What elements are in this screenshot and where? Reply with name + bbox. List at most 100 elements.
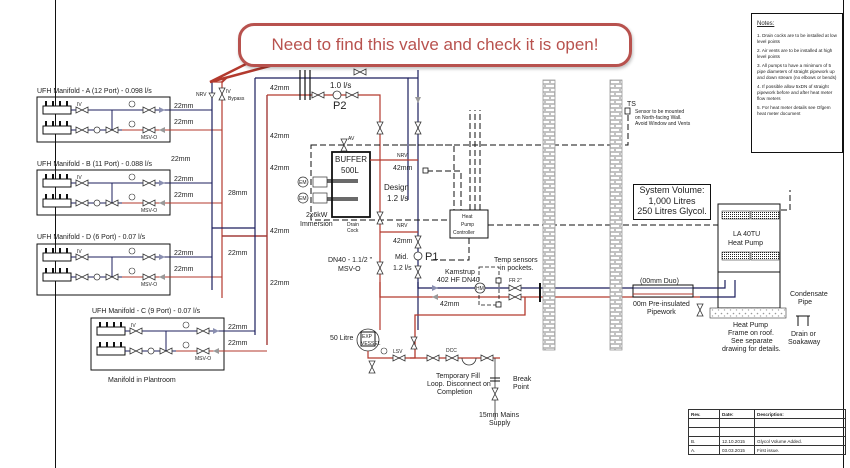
- manifold-pump-icon: [147, 347, 155, 355]
- iv-valve-left[interactable]: [376, 121, 384, 135]
- note-item: 3. All pumps to have a minimum of 5 pipe…: [757, 63, 837, 80]
- manifold-flow-valve[interactable]: [142, 106, 156, 114]
- mains-supply-valve[interactable]: [491, 387, 499, 401]
- msv-main-valve[interactable]: [376, 261, 384, 275]
- pipe-42mm-d-label: 42mm: [270, 165, 290, 172]
- msv-main-line1: DN40 - 1.1/2 ": [328, 257, 373, 264]
- mains-iv-valve[interactable]: [480, 354, 494, 362]
- date-cell: [719, 427, 755, 437]
- immersion-label: 2x6kW: [306, 212, 328, 219]
- rev-header: Rev.: [688, 409, 720, 419]
- msv-label: MSV-O: [195, 356, 211, 362]
- thermometer-icon: [128, 100, 136, 108]
- return-arrow-icon: [159, 127, 165, 133]
- expansion-vessel[interactable]: EXP VESSEL: [356, 328, 381, 352]
- pressure-gauge-icon: [380, 347, 388, 355]
- wall-2: [609, 79, 623, 351]
- bypass-valve[interactable]: NRV IV Bypass: [196, 87, 245, 102]
- manifold-flow-valve[interactable]: [142, 179, 156, 187]
- manifold-flow-valve[interactable]: [142, 253, 156, 261]
- msv-label: MSV-O: [141, 282, 157, 288]
- safety-valve[interactable]: [410, 336, 418, 350]
- p1-iv-bottom[interactable]: [414, 265, 422, 279]
- condensate-line1: Condensate: [790, 291, 828, 298]
- flow-arrow: [432, 285, 438, 291]
- frv-valve[interactable]: [508, 284, 522, 292]
- manifold-flow-pipe-label: 22mm: [174, 176, 194, 183]
- pipe-22mm-low-label: 22mm: [270, 280, 290, 287]
- p2-label: P2: [333, 100, 346, 112]
- msv-label: MSV-O: [141, 208, 157, 214]
- iv-return-valve[interactable]: [508, 293, 522, 301]
- manifold-iv-valve[interactable]: [75, 199, 89, 207]
- iv-valve-mid[interactable]: [376, 211, 384, 225]
- heat-meter-line2: 402 HF DN40: [437, 277, 480, 284]
- manifold-bar-icon: [42, 193, 72, 208]
- manifold-iv-valve[interactable]: [129, 347, 143, 355]
- sensor-note1: Sensor to be mounted: [635, 109, 684, 115]
- fill-iv-valve[interactable]: [426, 354, 440, 362]
- msv-valve[interactable]: [196, 347, 210, 355]
- msv-valve[interactable]: [142, 273, 156, 281]
- heat-pump-label: Heat Pump: [728, 240, 763, 247]
- control-dashed-box: [310, 144, 455, 221]
- lsv-valve[interactable]: [392, 354, 406, 362]
- p2-pump-icon[interactable]: [332, 90, 342, 100]
- system-volume-line3: 250 Litres Glycol.: [637, 206, 707, 216]
- manifold-bar-icon: [42, 247, 72, 262]
- p1-pump-icon[interactable]: [413, 251, 423, 261]
- drain-cock-valve[interactable]: [696, 303, 704, 317]
- iv-label: IV: [131, 323, 136, 329]
- heat-meter-icon[interactable]: [474, 282, 486, 294]
- lsv-label: LSV: [393, 349, 403, 355]
- manifold-flow-valve[interactable]: [196, 327, 210, 335]
- date-cell: 03.03.2015: [719, 445, 755, 455]
- manifold-c: UFH Manifold - C (9 Port) - 0.07 l/s Man…: [90, 308, 225, 384]
- p1-iv-top[interactable]: [414, 235, 422, 249]
- p2-iv-left[interactable]: [311, 91, 325, 99]
- wall-1: [542, 79, 556, 351]
- heat-pump-controller[interactable]: Heat Pump Controller: [449, 209, 489, 239]
- manifold-iv-valve[interactable]: [75, 273, 89, 281]
- manifold-return-pipe-label: 22mm: [228, 340, 248, 347]
- dcc-valve[interactable]: [445, 354, 459, 362]
- pipework-line2: Pipework: [647, 309, 676, 316]
- frame-line4: drawing for details.: [722, 346, 781, 353]
- buffer-tank[interactable]: BUFFER 500L: [327, 151, 371, 218]
- heat-pump-unit[interactable]: LA 40TU Heat Pump: [717, 203, 781, 309]
- iv-valve-right[interactable]: [414, 121, 422, 135]
- description-cell: Glycol Volume Added.: [754, 436, 846, 446]
- manifold-iv-valve[interactable]: [75, 126, 89, 134]
- top-iv-valve[interactable]: [353, 68, 367, 76]
- exp-label: EXP: [362, 334, 373, 340]
- riser-pipes: [211, 69, 268, 345]
- mains-line1: 15mm Mains: [479, 412, 520, 419]
- vessel-label: VESSEL: [361, 341, 381, 347]
- controller-line3: Controller: [453, 230, 475, 236]
- msv-valve[interactable]: [142, 199, 156, 207]
- return-arrow-icon: [159, 274, 165, 280]
- controller-line1: Heat: [462, 214, 473, 220]
- date-cell: [719, 418, 755, 428]
- p2-iv-right[interactable]: [345, 91, 359, 99]
- manifold-internals: 22mm22mmMSV-OIV22mm22mmMSV-OIV22mm22mmMS…: [42, 100, 267, 362]
- outdoor-sensor-icon: [624, 107, 631, 115]
- riser-22mm-label: 22mm: [171, 156, 191, 163]
- notes-box: Notes: 1. Drain cocks are to be installe…: [751, 13, 843, 153]
- expansion-drain-valve[interactable]: [368, 360, 376, 374]
- bypass-iv-label: IV: [226, 89, 231, 95]
- thermometer-icon: [128, 173, 136, 181]
- manifold-c-box: [90, 317, 225, 371]
- nrv-bottom-pipe-label: 42mm: [393, 238, 413, 245]
- msv-valve[interactable]: [142, 126, 156, 134]
- bypass-label: Bypass: [228, 96, 245, 102]
- mains-line2: Supply: [489, 420, 511, 427]
- manifold-d-label: UFH Manifold - D (6 Port) - 0.07 l/s: [37, 234, 146, 241]
- manifold-bar-icon: [96, 321, 126, 336]
- description-cell: First issue.: [754, 445, 846, 455]
- iv-label: IV: [77, 249, 82, 255]
- rev-cell: [688, 427, 720, 437]
